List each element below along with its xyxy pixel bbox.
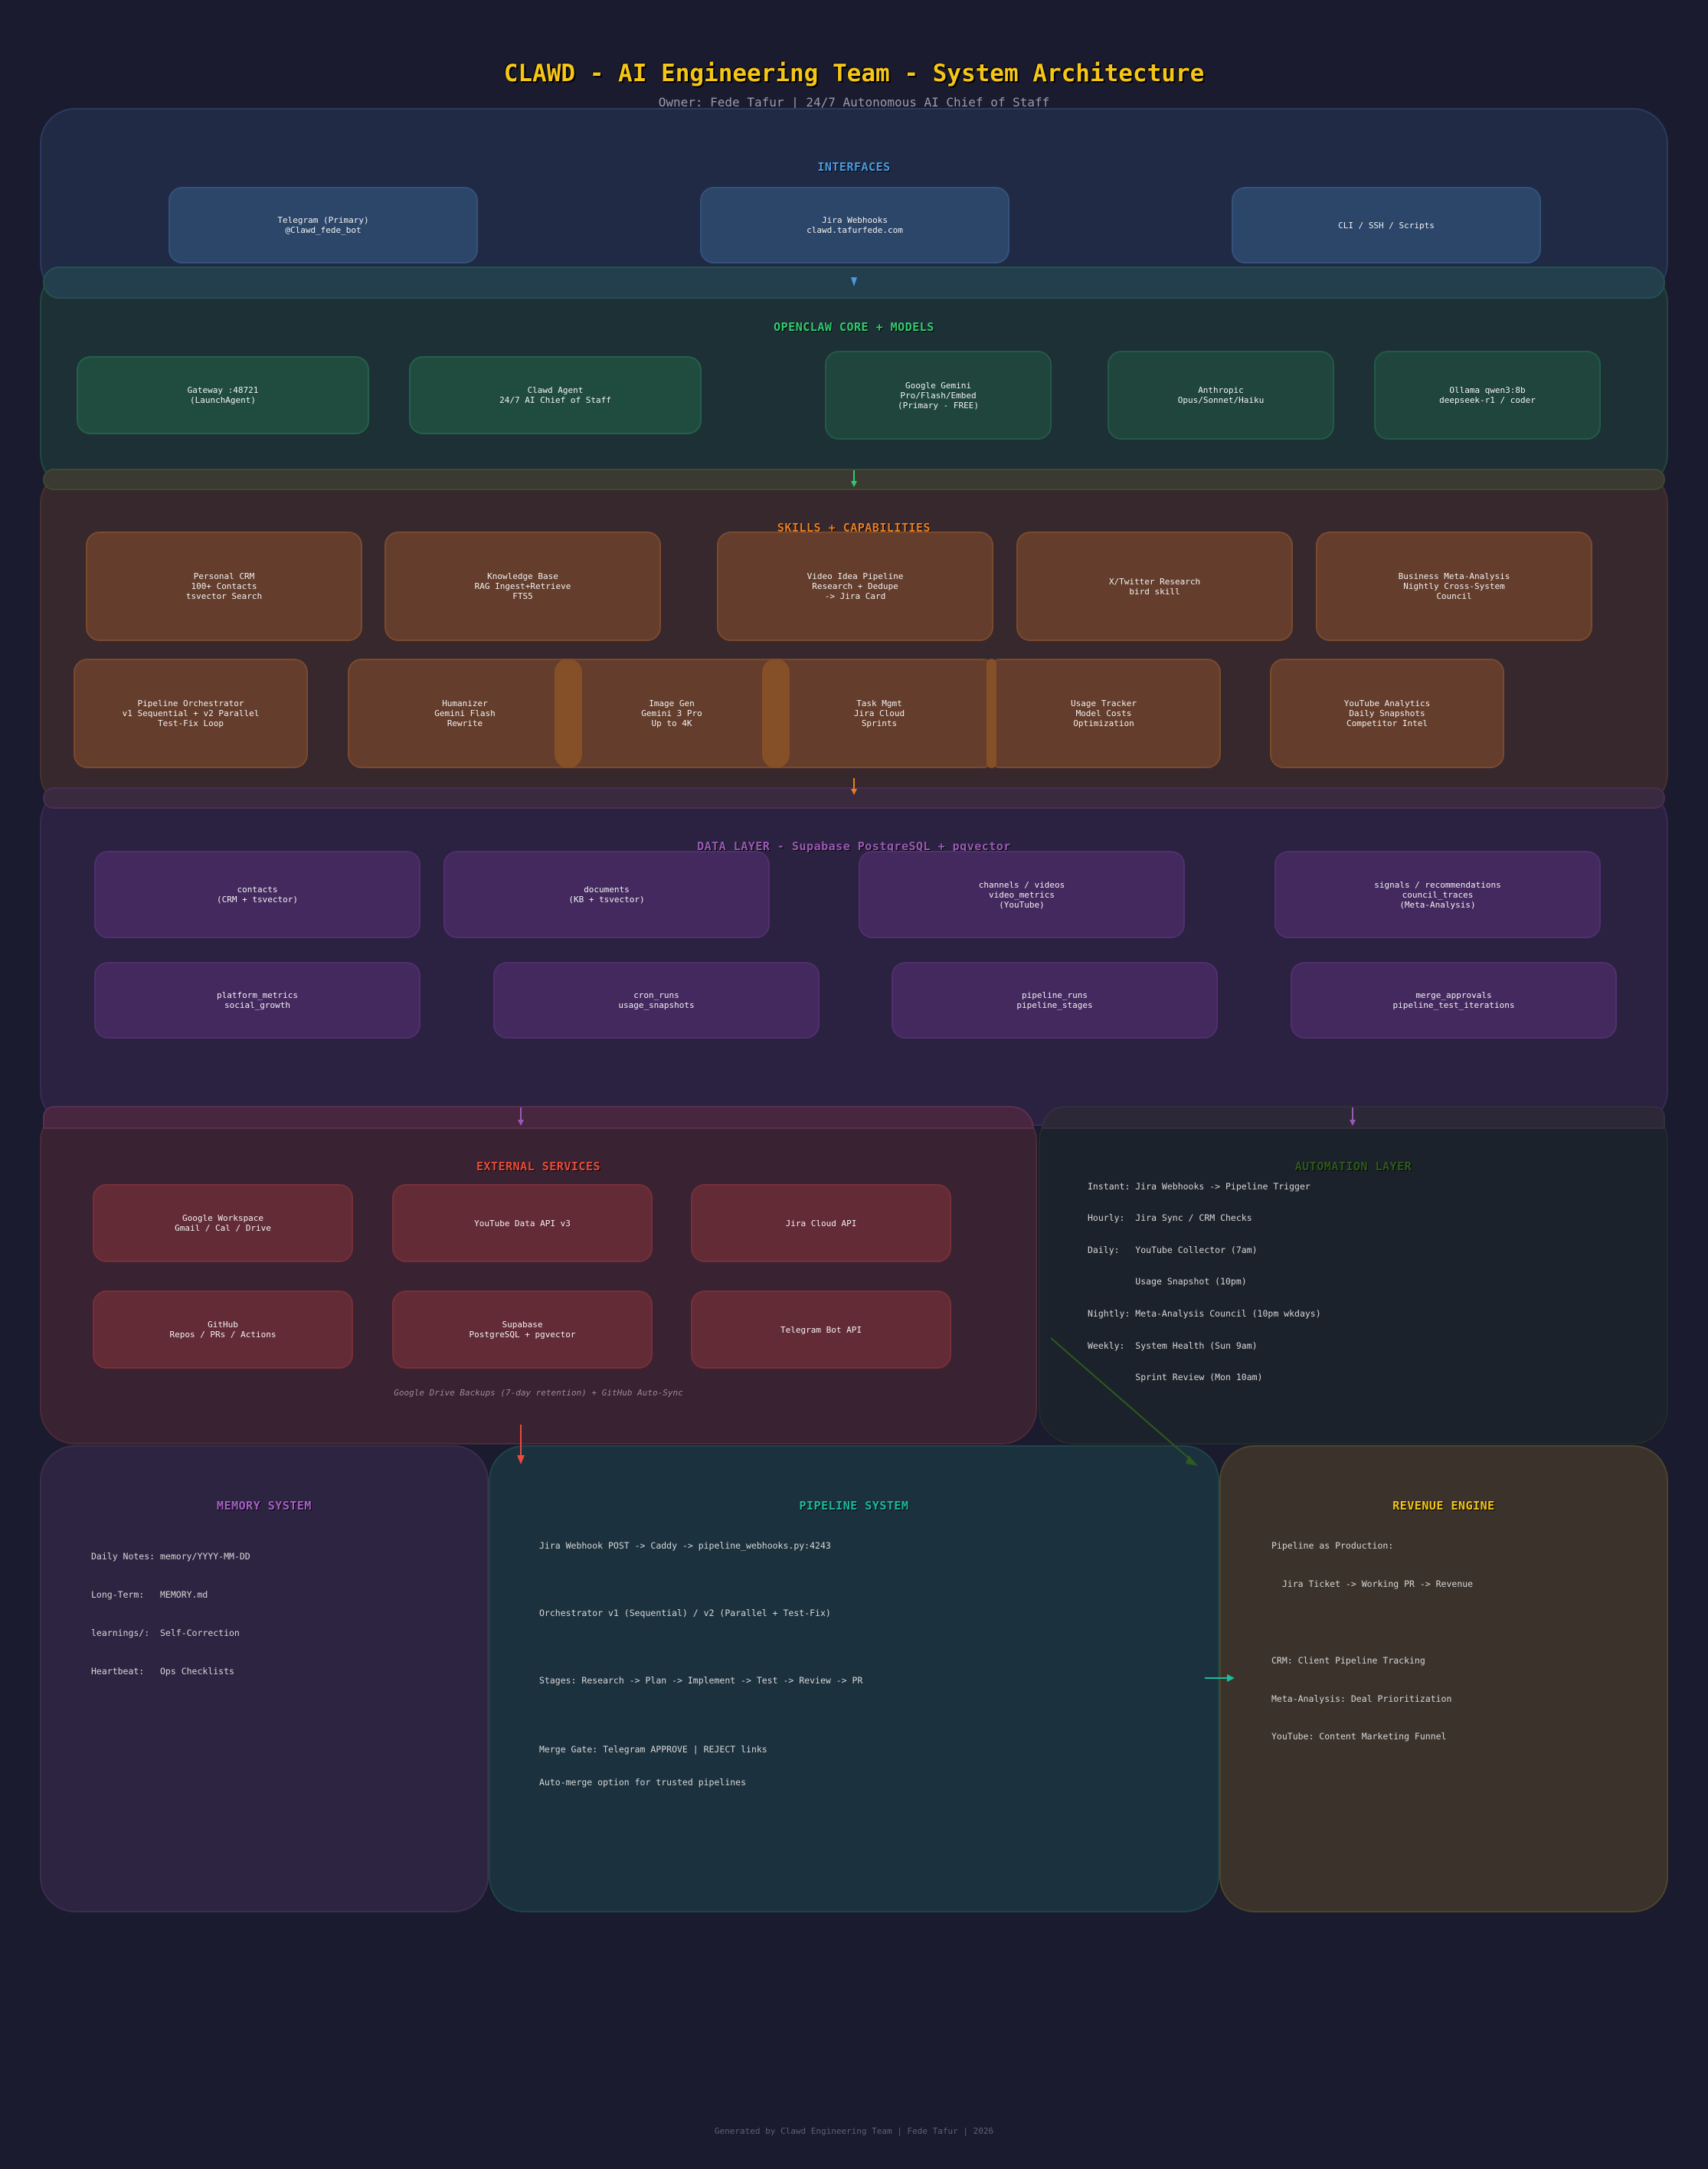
footer-text: Generated by Clawd Engineering Team | Fe… bbox=[714, 2126, 994, 2136]
table-channels-videos: channels / videos video_metrics (YouTube… bbox=[859, 851, 1185, 938]
interfaces-title: INTERFACES bbox=[817, 160, 891, 174]
pipeline-item: Stages: Research -> Plan -> Implement ->… bbox=[539, 1675, 863, 1686]
automation-layer: AUTOMATION LAYER Instant: Jira Webhooks … bbox=[1039, 1106, 1668, 1444]
card-overlap-highlight bbox=[987, 659, 996, 768]
data-layer: DATA LAYER - Supabase PostgreSQL + pgvec… bbox=[40, 787, 1668, 1126]
memory-title: MEMORY SYSTEM bbox=[217, 1499, 312, 1513]
schedule-item: Nightly: Meta-Analysis Council (10pm wkd… bbox=[1088, 1308, 1321, 1319]
schedule-item: Weekly: System Health (Sun 9am) bbox=[1088, 1340, 1258, 1351]
external-to-pipeline-arrow-icon bbox=[517, 1425, 525, 1464]
table-pipeline-runs: pipeline_runs pipeline_stages bbox=[892, 962, 1218, 1039]
automation-schedule: Instant: Jira Webhooks -> Pipeline Trigg… bbox=[1088, 1181, 1321, 1382]
skill-personal-crm: Personal CRM 100+ Contacts tsvector Sear… bbox=[86, 532, 362, 641]
interfaces-layer: INTERFACES Telegram (Primary) @Clawd_fed… bbox=[40, 108, 1668, 298]
interface-telegram: Telegram (Primary) @Clawd_fede_bot bbox=[169, 187, 478, 263]
arrow-down-icon bbox=[518, 1107, 524, 1126]
diagram-title: CLAWD - AI Engineering Team - System Arc… bbox=[503, 60, 1205, 87]
revenue-items: Pipeline as Production: Jira Ticket -> W… bbox=[1271, 1540, 1473, 1742]
model-anthropic: Anthropic Opus/Sonnet/Haiku bbox=[1108, 351, 1334, 440]
revenue-item: YouTube: Content Marketing Funnel bbox=[1271, 1731, 1447, 1742]
service-supabase: Supabase PostgreSQL + pgvector bbox=[392, 1291, 653, 1369]
service-youtube-data-api: YouTube Data API v3 bbox=[392, 1184, 653, 1262]
revenue-item: Pipeline as Production: bbox=[1271, 1540, 1394, 1551]
skill-youtube-analytics: YouTube Analytics Daily Snapshots Compet… bbox=[1270, 659, 1504, 768]
core-layer: OPENCLAW CORE + MODELS Gateway :48721 (L… bbox=[40, 267, 1668, 489]
automation-title: AUTOMATION LAYER bbox=[1294, 1160, 1412, 1173]
revenue-item: Jira Ticket -> Working PR -> Revenue bbox=[1271, 1578, 1474, 1589]
service-jira-cloud-api: Jira Cloud API bbox=[691, 1184, 951, 1262]
memory-system-panel: MEMORY SYSTEM Daily Notes: memory/YYYY-M… bbox=[40, 1445, 489, 1912]
skills-title: SKILLS + CAPABILITIES bbox=[777, 521, 931, 535]
arrow-down-icon bbox=[1350, 1107, 1356, 1126]
table-signals-recommendations: signals / recommendations council_traces… bbox=[1274, 851, 1601, 938]
interface-cli: CLI / SSH / Scripts bbox=[1232, 187, 1541, 263]
skills-layer: SKILLS + CAPABILITIES Personal CRM 100+ … bbox=[40, 469, 1668, 809]
external-services-layer: EXTERNAL SERVICES Google Workspace Gmail… bbox=[40, 1106, 1037, 1444]
card-overlap-highlight bbox=[555, 659, 582, 768]
automation-to-pipeline-arrow-icon bbox=[1050, 1337, 1198, 1466]
table-documents: documents (KB + tsvector) bbox=[443, 851, 770, 938]
memory-item: Daily Notes: memory/YYYY-MM-DD bbox=[91, 1551, 250, 1562]
pipeline-item: Jira Webhook POST -> Caddy -> pipeline_w… bbox=[539, 1540, 831, 1551]
card-overlap-highlight bbox=[762, 659, 790, 768]
backup-note: Google Drive Backups (7-day retention) +… bbox=[394, 1388, 683, 1398]
diagram-subtitle: Owner: Fede Tafur | 24/7 Autonomous AI C… bbox=[658, 95, 1050, 110]
table-merge-approvals: merge_approvals pipeline_test_iterations bbox=[1291, 962, 1617, 1039]
skill-pipeline-orchestrator: Pipeline Orchestrator v1 Sequential + v2… bbox=[74, 659, 308, 768]
pipeline-item: Merge Gate: Telegram APPROVE | REJECT li… bbox=[539, 1744, 767, 1755]
model-google-gemini: Google Gemini Pro/Flash/Embed (Primary -… bbox=[825, 351, 1052, 440]
memory-item: Heartbeat: Ops Checklists bbox=[91, 1666, 234, 1677]
skill-knowledge-base: Knowledge Base RAG Ingest+Retrieve FTS5 bbox=[384, 532, 661, 641]
core-title: OPENCLAW CORE + MODELS bbox=[774, 320, 934, 334]
pipeline-title: PIPELINE SYSTEM bbox=[799, 1499, 909, 1513]
skill-task-mgmt: Task Mgmt Jira Cloud Sprints bbox=[762, 659, 996, 768]
schedule-item: Daily: YouTube Collector (7am) bbox=[1088, 1245, 1258, 1255]
core-clawd-agent: Clawd Agent 24/7 AI Chief of Staff bbox=[409, 356, 702, 434]
arrow-down-icon bbox=[851, 778, 857, 795]
pipeline-system-panel: PIPELINE SYSTEM Jira Webhook POST -> Cad… bbox=[489, 1445, 1219, 1912]
core-gateway: Gateway :48721 (LaunchAgent) bbox=[77, 356, 369, 434]
external-services-title: EXTERNAL SERVICES bbox=[476, 1160, 601, 1173]
skill-x-twitter-research: X/Twitter Research bird skill bbox=[1016, 532, 1293, 641]
revenue-item: Meta-Analysis: Deal Prioritization bbox=[1271, 1693, 1452, 1704]
skill-business-meta-analysis: Business Meta-Analysis Nightly Cross-Sys… bbox=[1316, 532, 1592, 641]
service-github: GitHub Repos / PRs / Actions bbox=[93, 1291, 353, 1369]
revenue-title: REVENUE ENGINE bbox=[1392, 1499, 1495, 1513]
memory-item: Long-Term: MEMORY.md bbox=[91, 1589, 208, 1600]
interface-jira-webhooks: Jira Webhooks clawd.tafurfede.com bbox=[700, 187, 1009, 263]
skill-image-gen: Image Gen Gemini 3 Pro Up to 4K bbox=[555, 659, 789, 768]
pipeline-items: Jira Webhook POST -> Caddy -> pipeline_w… bbox=[539, 1540, 862, 1788]
pipeline-item: Auto-merge option for trusted pipelines bbox=[539, 1777, 747, 1788]
revenue-engine-panel: REVENUE ENGINE Pipeline as Production: J… bbox=[1219, 1445, 1668, 1912]
service-telegram-bot-api: Telegram Bot API bbox=[691, 1291, 951, 1369]
arrow-down-icon bbox=[851, 277, 857, 286]
schedule-item: Instant: Jira Webhooks -> Pipeline Trigg… bbox=[1088, 1181, 1310, 1192]
pipeline-item: Orchestrator v1 (Sequential) / v2 (Paral… bbox=[539, 1608, 831, 1618]
memory-items: Daily Notes: memory/YYYY-MM-DD Long-Term… bbox=[91, 1551, 250, 1677]
table-contacts: contacts (CRM + tsvector) bbox=[94, 851, 420, 938]
schedule-item: Hourly: Jira Sync / CRM Checks bbox=[1088, 1212, 1252, 1223]
schedule-item: Sprint Review (Mon 10am) bbox=[1088, 1372, 1263, 1382]
service-google-workspace: Google Workspace Gmail / Cal / Drive bbox=[93, 1184, 353, 1262]
data-layer-title: DATA LAYER - Supabase PostgreSQL + pgvec… bbox=[697, 839, 1011, 853]
pipeline-to-revenue-arrow-icon bbox=[1205, 1674, 1235, 1682]
memory-item: learnings/: Self-Correction bbox=[91, 1628, 240, 1638]
table-platform-metrics: platform_metrics social_growth bbox=[94, 962, 420, 1039]
skill-usage-tracker: Usage Tracker Model Costs Optimization bbox=[987, 659, 1221, 768]
data-external-connector bbox=[43, 1106, 1034, 1129]
model-ollama: Ollama qwen3:8b deepseek-r1 / coder bbox=[1374, 351, 1601, 440]
skill-video-idea-pipeline: Video Idea Pipeline Research + Dedupe ->… bbox=[717, 532, 993, 641]
table-cron-runs: cron_runs usage_snapshots bbox=[493, 962, 820, 1039]
revenue-item: CRM: Client Pipeline Tracking bbox=[1271, 1655, 1425, 1666]
skill-humanizer: Humanizer Gemini Flash Rewrite bbox=[348, 659, 582, 768]
arrow-down-icon bbox=[851, 470, 857, 487]
schedule-item: Usage Snapshot (10pm) bbox=[1088, 1276, 1247, 1287]
